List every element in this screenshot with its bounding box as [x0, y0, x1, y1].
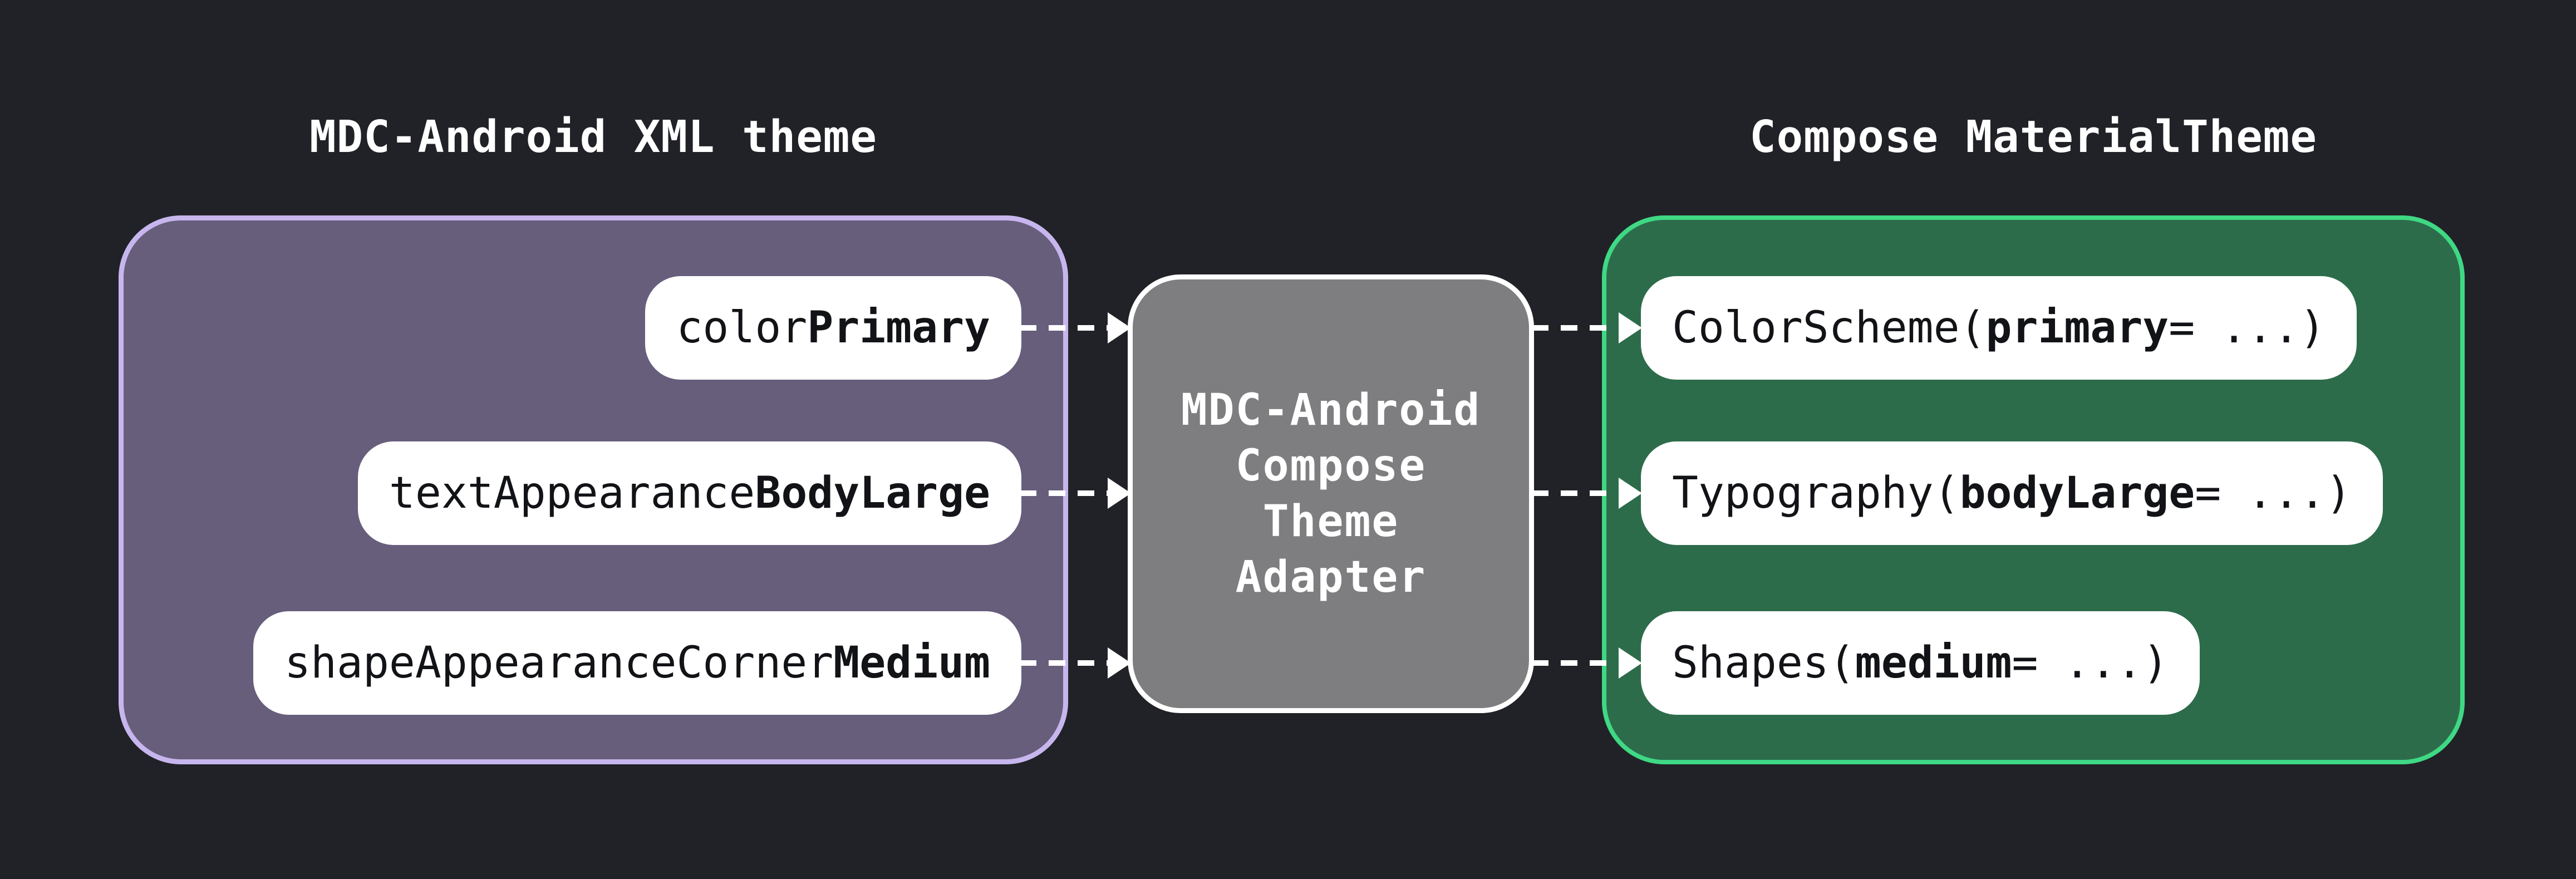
pill-text-prefix: ColorScheme(: [1672, 303, 1986, 353]
dashed-arrow-right-icon: [1020, 478, 1131, 509]
right-panel-title: Compose MaterialTheme: [1749, 111, 2317, 163]
pill-text-prefix: shapeAppearanceCorner: [284, 638, 834, 688]
compose-param-pill-typography: Typography(bodyLarge = ...): [1641, 441, 2383, 545]
dashed-arrow-right-icon: [1532, 478, 1642, 509]
pill-text-prefix: color: [676, 303, 808, 353]
pill-text-suffix: = ...): [2169, 303, 2326, 353]
left-panel-title: MDC-Android XML theme: [309, 111, 877, 163]
pill-text-bold: BodyLarge: [755, 468, 990, 518]
pill-text-bold: primary: [1985, 303, 2169, 353]
pill-text-suffix: = ...): [2195, 468, 2352, 518]
pill-text-bold: Medium: [833, 638, 990, 688]
adapter-box: MDC-Android Compose Theme Adapter: [1128, 274, 1534, 713]
pill-text-suffix: = ...): [2012, 638, 2169, 688]
dashed-arrow-right-icon: [1020, 312, 1131, 343]
compose-param-pill-colorscheme: ColorScheme(primary = ...): [1641, 276, 2357, 380]
adapter-line: MDC-Android: [1181, 385, 1481, 435]
pill-text-bold: Primary: [807, 303, 990, 353]
pill-text-bold: bodyLarge: [1959, 468, 2195, 518]
dashed-arrow-right-icon: [1020, 647, 1131, 679]
pill-text-prefix: Shapes(: [1672, 638, 1855, 688]
adapter-line: Compose: [1235, 441, 1427, 491]
pill-text-bold: medium: [1855, 638, 2012, 688]
pill-text-prefix: textAppearance: [389, 468, 755, 518]
pill-text-prefix: Typography(: [1672, 468, 1960, 518]
dashed-arrow-right-icon: [1532, 647, 1642, 679]
dashed-arrow-right-icon: [1532, 312, 1642, 343]
adapter-line: Theme: [1262, 497, 1399, 547]
compose-param-pill-shapes: Shapes(medium = ...): [1641, 611, 2200, 715]
adapter-line: Adapter: [1235, 552, 1427, 602]
